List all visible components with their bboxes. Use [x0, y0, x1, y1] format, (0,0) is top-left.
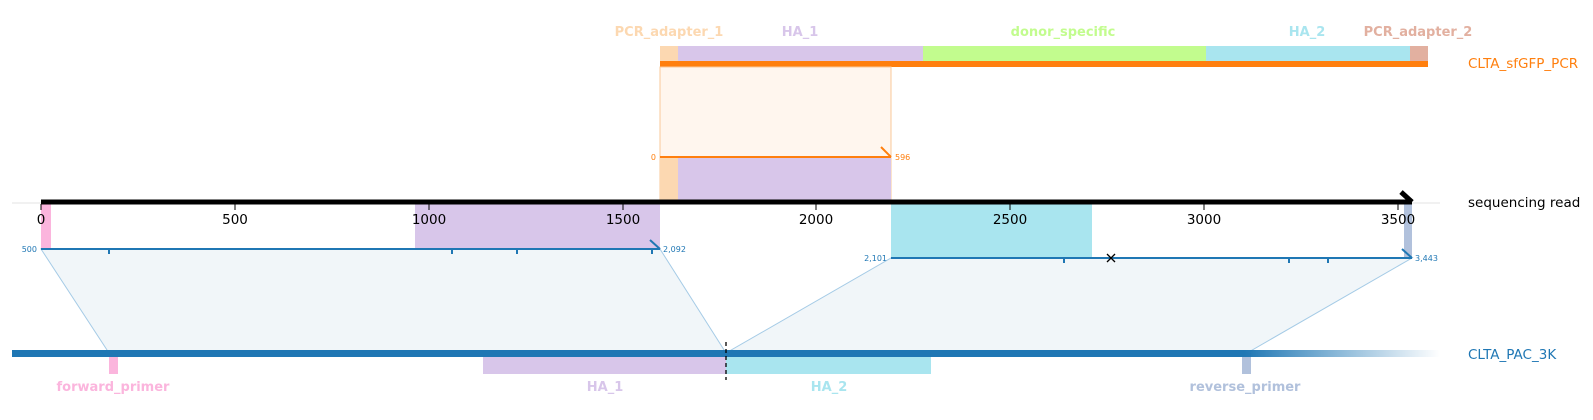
target-alignment-2: 2,101 3,443 — [724, 248, 1438, 354]
read-axis-tick-label: 3500 — [1381, 212, 1415, 228]
sequencing-read: sequencing read 0 500 1000 1500 2000 250… — [12, 190, 1580, 258]
donor-specific-label: donor_specific — [1011, 25, 1116, 40]
target-ha-1-label: HA_1 — [587, 380, 624, 395]
target-reverse-primer-label: reverse_primer — [1190, 380, 1302, 395]
pcr-adapter-1-read-shade — [660, 157, 678, 202]
pcr-reference-bar — [660, 61, 1428, 67]
pcr-alignment-end-label: 596 — [895, 153, 910, 162]
read-ha-2-shade — [891, 204, 1092, 258]
read-forward-primer-shade — [41, 204, 51, 249]
read-axis-tick-label: 2000 — [799, 212, 833, 228]
pcr-ha-2-feature — [1206, 46, 1410, 61]
read-axis-tick-label: 1000 — [412, 212, 446, 228]
target-alignment-1: 500 2,092 — [22, 239, 727, 354]
read-axis-tick-label: 1500 — [606, 212, 640, 228]
pcr-adapter-1-label: PCR_adapter_1 — [615, 25, 724, 40]
pcr-ha-1-label: HA_1 — [782, 25, 819, 40]
target-alignment-1-projection — [40, 248, 727, 354]
target-reverse-primer-feature — [1242, 353, 1251, 374]
pcr-alignment-arrowhead — [880, 146, 892, 158]
pcr-ha-2-label: HA_2 — [1289, 25, 1326, 40]
donor-specific-feature — [923, 46, 1206, 61]
read-reverse-primer-shade — [1404, 204, 1412, 258]
pcr-adapter-2-label: PCR_adapter_2 — [1364, 25, 1473, 40]
target-reference: forward_primer HA_1 HA_2 reverse_primer … — [12, 342, 1557, 395]
target-alignment-2-end-label: 3,443 — [1415, 254, 1438, 263]
target-ha-2-feature — [726, 353, 931, 374]
target-alignment-1-end-label: 2,092 — [663, 245, 686, 254]
pcr-ha-1-read-shade — [678, 157, 891, 202]
read-ha-1-shade — [415, 204, 660, 249]
read-axis-tick-label: 2500 — [993, 212, 1027, 228]
target-reference-fade — [1244, 350, 1440, 357]
read-arrowhead — [1399, 190, 1414, 204]
target-forward-primer-label: forward_primer — [57, 380, 171, 395]
pcr-reference-name: CLTA_sfGFP_PCR — [1468, 56, 1578, 72]
target-alignment-2-arrowhead — [1401, 248, 1413, 259]
pcr-reference: PCR_adapter_1 HA_1 donor_specific HA_2 P… — [615, 25, 1578, 72]
target-ha-1-feature — [483, 353, 726, 374]
pcr-ha-1-feature — [678, 46, 923, 61]
pcr-alignment-start-label: 0 — [651, 153, 656, 162]
target-alignment-1-arrowhead — [649, 239, 661, 250]
target-reference-bar — [12, 350, 1244, 357]
target-reference-name: CLTA_PAC_3K — [1468, 347, 1557, 363]
read-axis: 0 500 1000 1500 2000 2500 3000 3500 — [37, 204, 1415, 228]
target-alignment-1-start-label: 500 — [22, 245, 37, 254]
read-name: sequencing read — [1468, 195, 1580, 211]
pcr-adapter-1-feature — [660, 46, 678, 61]
pcr-adapter-2-feature — [1410, 46, 1428, 61]
mismatch-x-icon — [1106, 253, 1116, 263]
target-forward-primer-feature — [109, 353, 118, 374]
read-axis-tick-label: 0 — [37, 212, 46, 228]
pcr-alignment: 0 596 — [651, 66, 910, 203]
target-alignment-2-projection — [724, 257, 1414, 354]
read-axis-tick-label: 3000 — [1187, 212, 1221, 228]
read-axis-tick-label: 500 — [222, 212, 248, 228]
target-alignment-2-start-label: 2,101 — [864, 254, 887, 263]
target-ha-2-label: HA_2 — [811, 380, 848, 395]
